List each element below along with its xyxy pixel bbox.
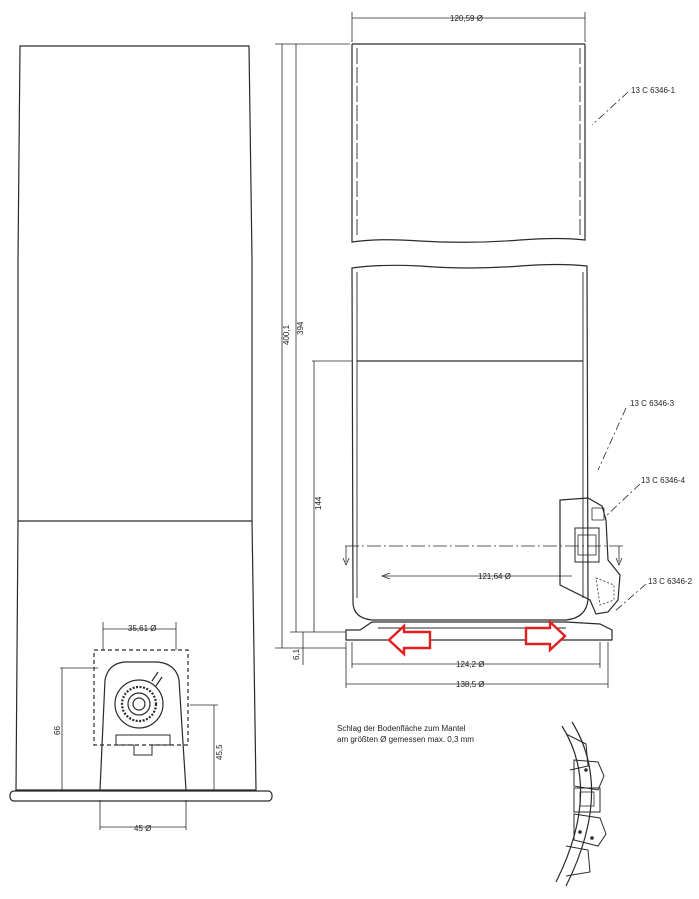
left-body-outline [15,45,257,791]
dim-socket-height: 66 [53,726,62,735]
dim-inner-diameter: 121,64 Ø [478,572,511,581]
dim-bottom-inner-diameter: 124,2 Ø [456,660,484,669]
socket-outer-ring [114,679,164,729]
part-labels: 13 C 6346-1 13 C 6346-3 13 C 6346-4 13 C… [630,86,693,586]
dim-socket-top-width: 35,61 Ø [128,624,156,633]
note-line-2: am größten Ø gemessen max. 0,3 mm [337,735,474,744]
detail-wall-inner [555,725,582,883]
lower-tube-segment [351,263,589,621]
socket-dashed-outline [93,649,189,746]
arrow-right [524,619,567,653]
dim-lower-height: 144 [314,496,323,510]
arrow-left [387,623,432,657]
dim-inner-height: 394 [296,321,305,335]
dim-socket-base-width: 45 Ø [134,824,151,833]
left-dimension-labels: 35,61 Ø 66 45,5 45 Ø [53,624,224,833]
detail-wall-outer [565,721,593,887]
bottom-plate [345,621,613,641]
right-view [275,12,647,688]
dim-bottom-offset: 6,1 [292,648,301,660]
socket-inner-ring [127,692,151,716]
side-socket [559,497,621,615]
red-arrows [387,619,567,657]
socket-middle-ring [120,685,158,723]
part-label-2: 13 C 6346-2 [648,577,693,586]
dim-bottom-outer-diameter: 138,5 Ø [456,680,484,689]
part-label-4: 13 C 6346-4 [641,476,686,485]
detail-section [555,721,607,887]
dim-top-diameter: 120,59 Ø [450,14,483,23]
part-label-1: 13 C 6346-1 [631,86,676,95]
dim-total-height: 400,1 [282,324,291,345]
left-base-plate [9,790,273,802]
dim-socket-side-height: 45,5 [215,744,224,760]
socket-housing [99,661,187,791]
upper-tube-segment [351,44,586,243]
note-line-1: Schlag der Bodenfläche zum Mantel [337,724,466,733]
right-dimension-labels: 120,59 Ø 400,1 394 144 6,1 121,64 Ø 124,… [282,14,511,689]
left-view [9,45,273,830]
part-label-3: 13 C 6346-3 [630,399,675,408]
runout-note: Schlag der Bodenfläche zum Mantel am grö… [337,724,474,744]
